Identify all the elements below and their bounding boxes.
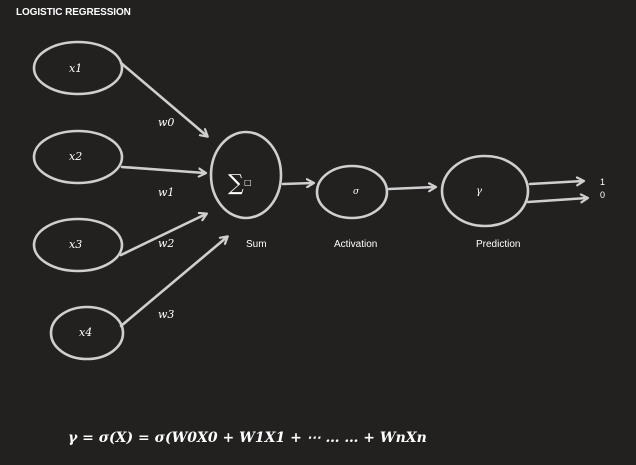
input-label-x4: x4 [79,326,92,339]
edge-prediction-output-0 [526,198,587,202]
processing-nodes [209,130,530,228]
edge-sum-activation [281,183,313,184]
weight-label-w3: w3 [158,308,174,321]
sum-node [209,130,283,220]
edge-x3-sum [119,214,206,257]
weight-label-w1: w1 [158,186,174,199]
input-node-x4 [49,305,125,361]
sum-box: □ [244,178,252,187]
weight-label-w0: w0 [158,116,174,129]
activation-caption: Activation [334,239,377,250]
logistic-formula: γ = σ(X) = σ(W0X0 + W1X1 + ⋯ … … + WnXn [68,430,427,446]
sum-caption: Sum [246,239,267,250]
edge-x1-sum [119,61,207,136]
output-label-1: 1 [600,177,605,187]
output-label-0: 0 [600,190,605,200]
edge-activation-prediction [387,187,435,189]
activation-node [315,164,389,220]
activation-symbol: σ [353,187,360,197]
input-label-x2: x2 [69,150,82,163]
prediction-symbol: γ [476,186,482,197]
connections [119,61,587,328]
sum-symbol: ∑ [228,171,244,196]
input-node-x3 [32,217,124,273]
input-nodes [32,40,125,361]
weight-label-w2: w2 [158,237,174,250]
input-node-x2 [32,129,124,185]
edge-prediction-output-1 [528,181,583,184]
prediction-caption: Prediction [476,239,520,250]
input-label-x1: x1 [69,62,82,75]
diagram-title: LOGISTIC REGRESSION [16,7,131,18]
prediction-node [440,154,530,228]
edge-x4-sum [119,237,227,328]
input-label-x3: x3 [69,238,82,251]
input-node-x1 [32,40,124,96]
edge-x2-sum [120,165,205,173]
